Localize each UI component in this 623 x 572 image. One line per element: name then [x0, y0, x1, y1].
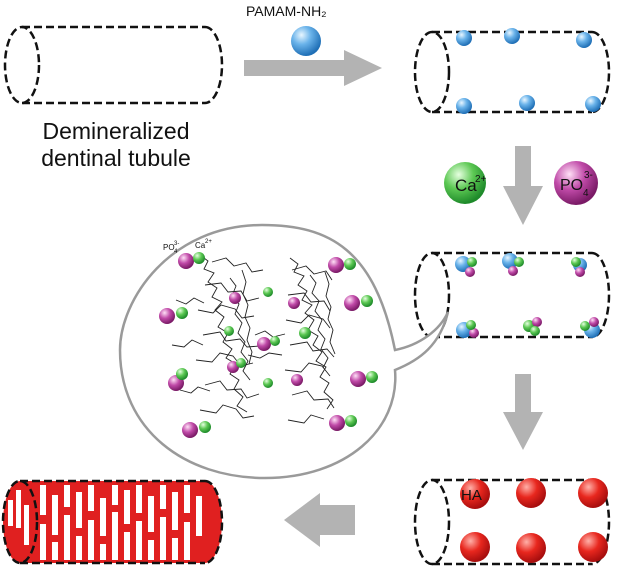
zoom-ions	[159, 252, 378, 438]
zoom-bubble	[118, 223, 450, 480]
calcium-symbol: Ca	[455, 176, 477, 195]
zoom-calcium-label: Ca	[195, 241, 206, 250]
ion-cluster	[455, 256, 477, 277]
phosphate-ion: PO 4 3-	[554, 161, 598, 205]
dendrimer-structure-left	[171, 254, 264, 419]
ion-cluster	[502, 253, 524, 276]
tubule-caption: Demineralized dentinal tubule	[6, 118, 226, 172]
zoom-phosphate-label: PO	[163, 243, 175, 252]
zoom-ion-label: PO 3- 4 Ca 2+	[163, 239, 212, 255]
arrow-right-1	[244, 50, 382, 86]
ha-crystal	[460, 478, 608, 563]
phosphate-symbol: PO	[560, 177, 583, 194]
tubule-caption-line2: dentinal tubule	[41, 145, 191, 171]
calcium-charge: 2+	[475, 174, 487, 185]
ion-cluster	[580, 317, 600, 338]
phosphate-charge: 3-	[584, 170, 593, 181]
ion-cluster	[456, 320, 479, 338]
pamam-bead	[456, 28, 601, 114]
reagent-label: PAMAM-NH₂	[246, 3, 327, 19]
zoom-calcium-charge: 2+	[205, 239, 212, 245]
tubule-pamam	[413, 28, 611, 114]
calcium-ion: Ca 2+	[444, 162, 487, 204]
arrow-left-1	[284, 493, 355, 547]
tubule-remineralized-pattern	[8, 485, 202, 560]
tubule-empty	[3, 25, 224, 105]
tubule-remineralized	[1, 479, 224, 565]
ha-label: HA	[461, 487, 482, 504]
zoom-phosphate-charge: 3-	[174, 241, 179, 247]
tubule-ha: HA	[413, 478, 611, 566]
dendrimer-structure-right	[247, 257, 336, 424]
ion-cluster	[571, 257, 587, 277]
arrow-down-1	[503, 146, 543, 225]
arrow-down-2	[503, 374, 543, 450]
zoom-phosphate-subscript: 4	[174, 249, 178, 255]
tubule-ions	[413, 251, 611, 339]
phosphate-subscript: 4	[583, 188, 589, 199]
pamam-sphere	[291, 26, 321, 56]
ion-cluster	[523, 317, 542, 336]
tubule-caption-line1: Demineralized	[42, 118, 190, 144]
